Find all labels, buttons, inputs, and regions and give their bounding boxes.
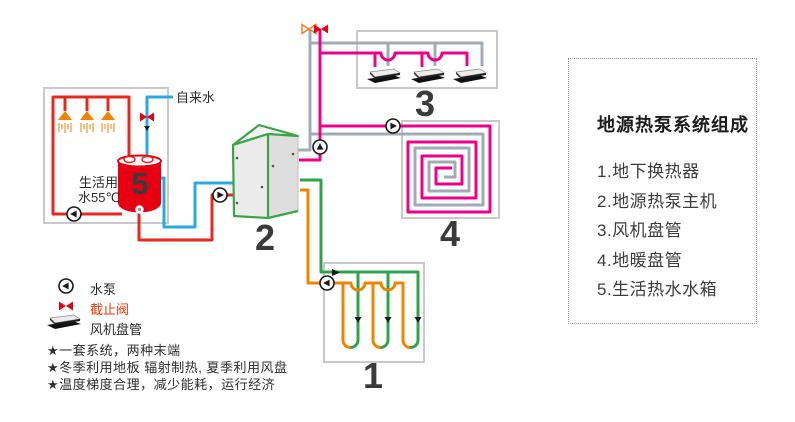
domestic-hot-water-zone-box <box>43 87 169 224</box>
down-arrow-icon <box>354 317 362 323</box>
panel-title: 地源热泵系统组成 <box>597 115 749 135</box>
ground-loop-zone-box <box>323 262 425 363</box>
tap-water-label: 自来水 <box>176 90 216 105</box>
tank-caption: 生活用 水55℃ <box>78 175 121 205</box>
pump-icon <box>385 118 401 134</box>
tap-water-pipes <box>145 95 236 229</box>
marker-heat-pump: 2 <box>254 217 276 258</box>
fan-coil-units <box>366 68 488 84</box>
pump-icon <box>66 206 82 222</box>
floor-coil-zone-box <box>401 120 500 219</box>
panel-item: 4.地暖盘管 <box>597 250 683 270</box>
legend-icons <box>46 278 82 330</box>
note-line: ★一套系统，两种末端 <box>47 343 181 358</box>
tank-caption-line1: 生活用 <box>78 175 118 190</box>
marker-floor-coil: 4 <box>439 213 461 254</box>
panel-item: 1.地下换热器 <box>597 162 700 181</box>
shower-icon <box>57 110 73 134</box>
down-arrow-icon <box>414 317 422 323</box>
shower-icon <box>79 110 95 134</box>
down-arrow-icon <box>144 126 150 131</box>
note-line: ★温度梯度合理，减少能耗，运行经济 <box>47 377 276 392</box>
unit-screws <box>235 152 295 205</box>
return-pipes <box>295 29 485 207</box>
shower-icon <box>100 110 116 134</box>
right-arrow-icon <box>332 269 340 276</box>
pump-icon <box>312 139 328 155</box>
note-line: ★冬季利用地板 辐射制热, 夏季利用风盘 <box>47 360 288 375</box>
flow-arrow-markers <box>144 126 422 323</box>
shower-heads <box>57 110 116 134</box>
fan-coil-zone-box <box>356 30 498 89</box>
fan-coil-icon <box>46 314 82 330</box>
marker-ground-loop: 1 <box>362 355 384 396</box>
panel-item: 3.风机盘管 <box>597 221 683 240</box>
fan-coil-icon <box>452 68 488 84</box>
tank-number: 5 <box>131 166 149 201</box>
panel-item-list: 1.地下换热器 2.地源热泵主机 3.风机盘管 4.地暖盘管 5.生活热水水箱 <box>597 157 717 305</box>
stop-valve-icon <box>59 301 73 311</box>
ground-loop-orange-pipes <box>300 188 411 349</box>
fan-coil-icon <box>410 68 446 84</box>
heat-pump-unit <box>231 123 300 220</box>
pump-icon <box>319 275 335 291</box>
ground-loop-green-pipes <box>300 178 420 349</box>
fan-coil-icon <box>366 68 402 84</box>
system-components-panel: 地源热泵系统组成 1.地下换热器 2.地源热泵主机 3.风机盘管 4.地暖盘管 … <box>568 58 757 324</box>
marker-fan-coils: 3 <box>414 83 436 124</box>
tank-caption-line2: 水55℃ <box>78 190 121 205</box>
legend-valve-label: 截止阀 <box>90 302 130 317</box>
supply-pipes <box>299 29 492 214</box>
panel-item: 5.生活热水水箱 <box>597 280 718 299</box>
hot-water-tank <box>117 154 162 214</box>
panel-item: 2.地源热泵主机 <box>597 191 718 211</box>
down-arrow-icon <box>384 317 392 323</box>
legend-pump-label: 水泵 <box>90 282 117 297</box>
legend-fan-coil-label: 风机盘管 <box>90 322 143 337</box>
pump-icon <box>212 187 228 203</box>
pump-icon <box>58 278 74 294</box>
